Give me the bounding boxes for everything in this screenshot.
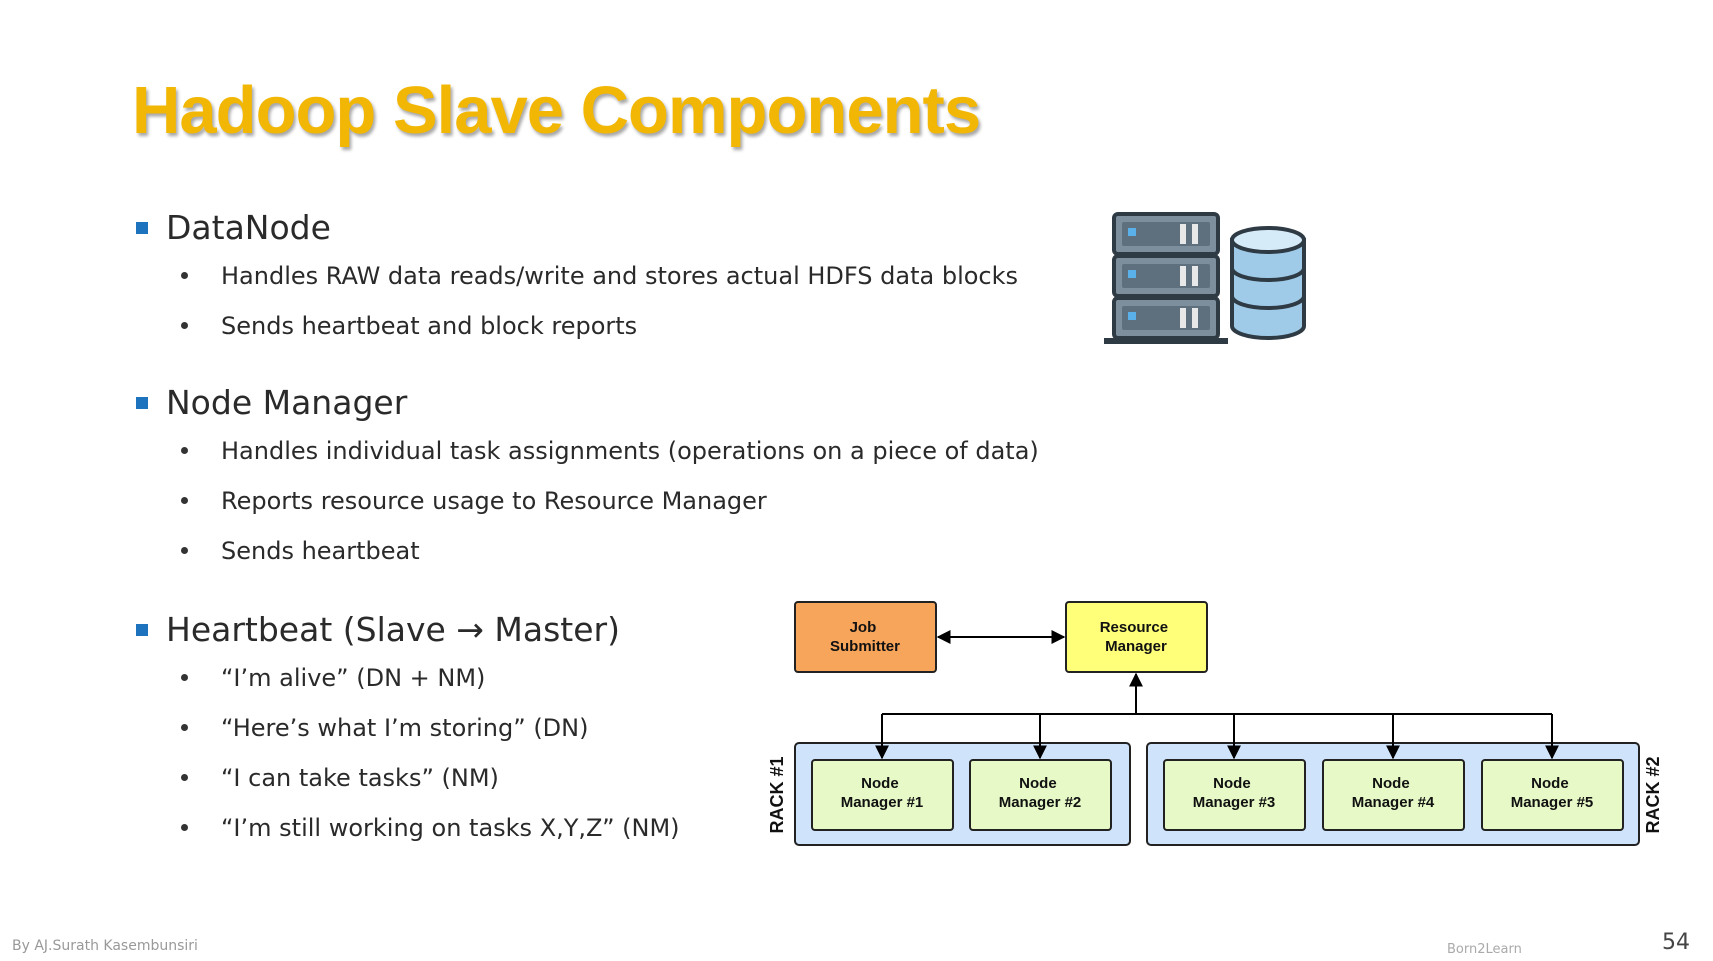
section-heading: DataNode (166, 208, 331, 247)
node-manager-2-box (969, 759, 1112, 831)
rack-2-label: RACK #2 (1643, 756, 1663, 833)
bullet-item: “Here’s what I’m storing” (DN) (221, 714, 589, 742)
footer-brand: Born2Learn (1447, 942, 1522, 957)
node-manager-1-box (811, 759, 954, 831)
bullet-dot-icon (181, 447, 188, 454)
node-manager-5-label: Node Manager #5 (1511, 775, 1594, 811)
resource-manager-box (1065, 601, 1208, 673)
node-manager-4-label: Node Manager #4 (1352, 775, 1435, 811)
section-heading: Node Manager (166, 383, 408, 422)
job-submitter-label: Job Submitter (830, 619, 900, 655)
footer-author: By AJ.Surath Kasembunsiri (12, 938, 198, 954)
bullet-dot-icon (181, 724, 188, 731)
page-number: 54 (1662, 930, 1690, 955)
slide-title: Hadoop Slave Components (132, 73, 981, 148)
square-bullet-icon (136, 222, 148, 234)
node-manager-4-box (1322, 759, 1465, 831)
square-bullet-icon (136, 624, 148, 636)
bullet-dot-icon (181, 774, 188, 781)
bullet-dot-icon (181, 547, 188, 554)
database-icon (1230, 226, 1306, 340)
server-database-illustration (1104, 212, 1306, 344)
bullet-item: Handles individual task assignments (ope… (221, 437, 1039, 465)
rack-1-label: RACK #1 (767, 756, 787, 833)
section-heading: Heartbeat (Slave → Master) (166, 610, 620, 649)
node-manager-1-label: Node Manager #1 (841, 775, 924, 811)
node-manager-3-box (1163, 759, 1306, 831)
bullet-item: “I’m alive” (DN + NM) (221, 664, 486, 692)
node-manager-3-label: Node Manager #3 (1193, 775, 1276, 811)
node-manager-2-label: Node Manager #2 (999, 775, 1082, 811)
bullet-item: Sends heartbeat and block reports (221, 312, 638, 340)
job-submitter-box (794, 601, 937, 673)
bullet-item: “I can take tasks” (NM) (221, 764, 499, 792)
resource-manager-label: Resource Manager (1100, 619, 1173, 655)
server-rack-icon (1104, 212, 1228, 344)
square-bullet-icon (136, 397, 148, 409)
bullet-item: “I’m still working on tasks X,Y,Z” (NM) (221, 814, 680, 842)
bullet-dot-icon (181, 674, 188, 681)
bullet-item: Sends heartbeat (221, 537, 420, 565)
bullet-dot-icon (181, 322, 188, 329)
bullet-item: Handles RAW data reads/write and stores … (221, 262, 1019, 290)
bullet-dot-icon (181, 824, 188, 831)
bullet-dot-icon (181, 272, 188, 279)
node-manager-5-box (1481, 759, 1624, 831)
architecture-diagram: Job Submitter Resource Manager Node Mana… (767, 601, 1663, 846)
bullet-dot-icon (181, 497, 188, 504)
bullet-item: Reports resource usage to Resource Manag… (221, 487, 767, 515)
